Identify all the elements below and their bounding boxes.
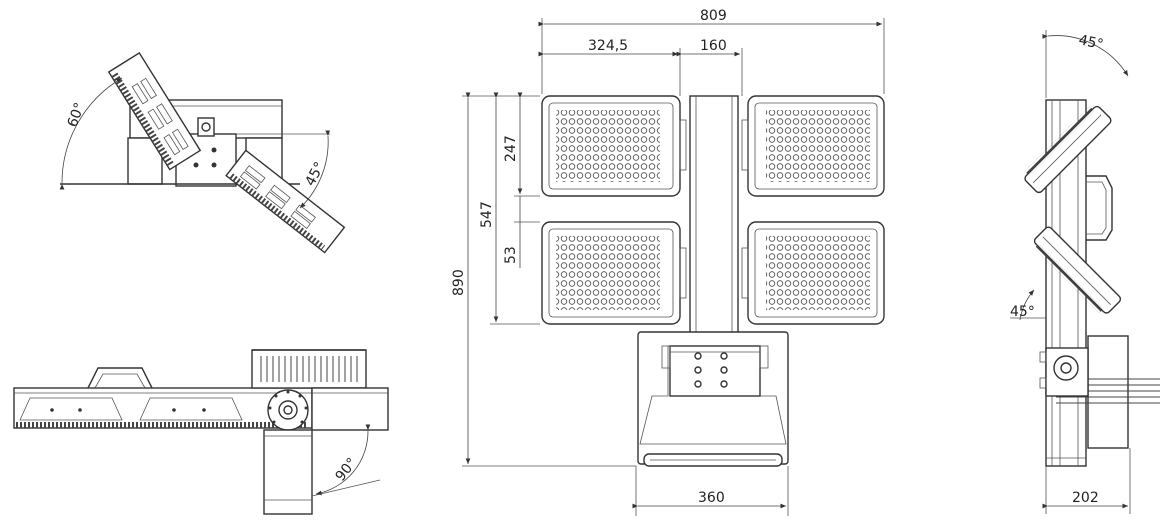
led-module-top-right <box>741 95 885 197</box>
led-module-top-left <box>541 95 687 197</box>
angle-45-label: 45° <box>302 159 328 188</box>
dim-890: 890 <box>451 269 467 296</box>
dim-160: 160 <box>700 38 727 54</box>
front-view: 809 324,5 160 890 547 247 53 360 <box>451 8 885 516</box>
side-view: 45° 45° 202 <box>1010 30 1160 514</box>
dim-360: 360 <box>698 490 725 506</box>
top-left-view: 60° 45° <box>59 51 346 254</box>
mounting-base <box>637 331 789 467</box>
dim-809: 809 <box>700 8 727 24</box>
dim-324-5: 324,5 <box>588 38 628 54</box>
bottom-left-view: 90° <box>13 349 389 515</box>
angle-90-label: 90° <box>333 455 361 484</box>
led-module-bottom-left <box>541 221 687 325</box>
dim-202: 202 <box>1072 490 1099 506</box>
angle-60-label: 60° <box>65 101 89 130</box>
dim-247: 247 <box>503 135 519 162</box>
dim-53: 53 <box>503 246 519 264</box>
side-angle-top: 45° <box>1077 32 1105 53</box>
led-module-bottom-right <box>741 221 885 325</box>
side-angle-bottom: 45° <box>1010 304 1035 320</box>
dim-547: 547 <box>479 201 495 228</box>
